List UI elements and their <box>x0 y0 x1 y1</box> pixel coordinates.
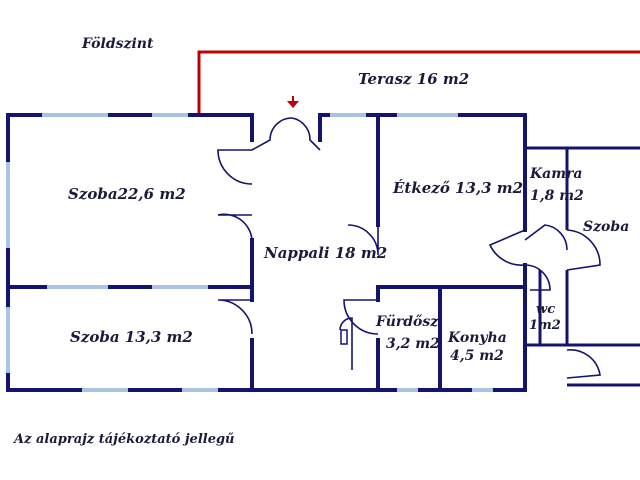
terrace-outline <box>197 50 640 115</box>
room-label-szoba-big: Szoba22,6 m2 <box>68 185 186 203</box>
room-label-konyha: Konyha <box>447 330 507 346</box>
doors <box>217 117 601 379</box>
walls <box>6 113 640 392</box>
room-label-furdo-area: 3,2 m2 <box>386 336 440 352</box>
room-label-wc-area: 1m2 <box>529 318 561 333</box>
room-label-kamra-area: 1,8 m2 <box>530 188 584 204</box>
room-label-nappali: Nappali 18 m2 <box>263 244 387 262</box>
room-label-szoba-small: Szoba 13,3 m2 <box>70 328 193 346</box>
room-label-kamra: Kamra <box>529 166 583 182</box>
room-label-konyha-area: 4,5 m2 <box>450 348 504 364</box>
level-title: Földszint <box>81 36 154 52</box>
entrance-arrow-icon <box>287 96 299 108</box>
room-label-etkezo: Étkező 13,3 m2 <box>392 179 523 197</box>
disclaimer-text: Az alaprajz tájékoztató jellegű <box>12 432 235 447</box>
room-label-terasz: Terasz 16 m2 <box>358 70 469 88</box>
room-label-wc: wc <box>536 302 555 317</box>
room-label-furdo: Fürdősz <box>375 314 439 330</box>
windows <box>6 113 495 392</box>
room-label-szoba-right: Szoba <box>583 219 629 235</box>
